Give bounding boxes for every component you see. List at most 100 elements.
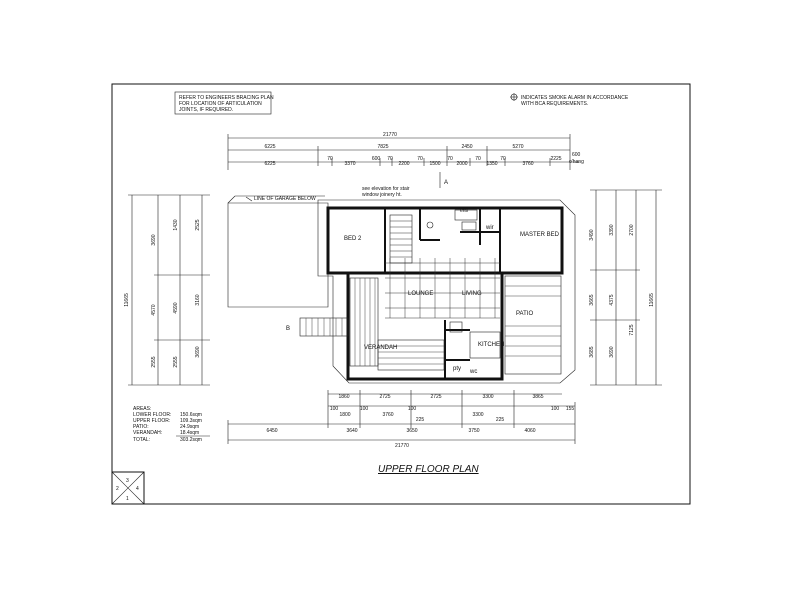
- stair-note-2: window joinery ht.: [362, 192, 402, 198]
- areas-value-3: 24.9sqm: [180, 424, 199, 430]
- stair-note-1: see elevation for stair: [362, 186, 410, 192]
- dim-top-r1-4: 5270: [512, 144, 523, 150]
- dim-left-8: 3160: [195, 294, 201, 305]
- dim-top-r2-10: 2000: [456, 161, 467, 167]
- fridge-space: [449, 321, 463, 333]
- dim-bot-r3-1: 6450: [266, 428, 277, 434]
- top-dimensions: [227, 134, 580, 170]
- areas-value-1: 150.6sqm: [180, 412, 202, 418]
- dim-bot-r2-9: 100: [551, 406, 560, 412]
- dim-bot-r3-2: 3640: [346, 428, 357, 434]
- dim-bot-r2-7: 3300: [472, 412, 483, 418]
- sheet-border: [111, 83, 691, 505]
- dim-top-overhang: o'hang: [569, 159, 584, 165]
- dim-left-4: 1430: [173, 219, 179, 230]
- roof-outline: [317, 199, 576, 384]
- room-lounge: LOUNGE: [408, 291, 433, 297]
- dim-bot-r2-8: 225: [496, 417, 505, 423]
- dim-top-r1-1: 6225: [264, 144, 275, 150]
- room-bed2: BED 2: [344, 236, 362, 242]
- bath-fixture: [454, 209, 478, 221]
- areas-value-4: 18.4sqm: [180, 430, 199, 436]
- dim-right-5: 4375: [609, 294, 615, 305]
- smoke-note-line2: WITH BCA REQUIREMENTS.: [521, 101, 588, 107]
- areas-label-4: VERANDAH:: [133, 430, 162, 436]
- dim-bot-r2-5: 100: [408, 406, 417, 412]
- dim-right-3: 3685: [589, 346, 595, 357]
- dim-top-r2-2: 70: [327, 156, 333, 162]
- engineer-note-line1: REFER TO ENGINEERS BRACING PLAN: [179, 95, 274, 101]
- patio-decking: [504, 275, 562, 375]
- dim-right-8: 7125: [629, 324, 635, 335]
- dim-top-r2-9: 70: [447, 156, 453, 162]
- room-verandah: VERANDAH: [364, 345, 397, 351]
- dim-right-4: 3390: [609, 224, 615, 235]
- dim-bot-r2-2: 1800: [339, 412, 350, 418]
- dim-top-r2-1: 6225: [264, 161, 275, 167]
- dim-bot-r3-4: 3750: [468, 428, 479, 434]
- dim-bot-r3-3: 3650: [406, 428, 417, 434]
- plan-title: UPPER FLOOR PLAN: [378, 464, 479, 475]
- dim-bot-r1-5: 3865: [532, 394, 543, 400]
- room-patio: PATIO: [516, 311, 533, 317]
- dim-top-r2-8: 1500: [429, 161, 440, 167]
- engineer-note-line3: JOINTS, IF REQUIRED.: [179, 107, 233, 113]
- dim-left-2: 4570: [151, 304, 157, 315]
- bottom-dimensions: [227, 390, 576, 444]
- room-wc: wc: [469, 369, 477, 375]
- dim-top-r2-7: 70: [417, 156, 423, 162]
- dim-bot-r1-4: 3300: [482, 394, 493, 400]
- dim-bot-r2-10: 155: [566, 406, 575, 412]
- dim-top-r2-11: 70: [475, 156, 481, 162]
- kitchen-bench: [469, 331, 501, 359]
- right-dimensions: [590, 189, 662, 386]
- dim-top-r2-13: 70: [500, 156, 506, 162]
- dim-left-overall: 11665: [124, 293, 130, 307]
- dim-left-6: 2555: [173, 356, 179, 367]
- room-master-bed: MASTER BED: [520, 232, 560, 238]
- dim-top-r2-4: 600: [372, 156, 381, 162]
- stair-flight: [389, 214, 413, 264]
- dim-left-3: 2555: [151, 356, 157, 367]
- dim-top-overall: 21770: [383, 132, 397, 138]
- dim-bot-r2-4: 3760: [382, 412, 393, 418]
- dim-bot-r3-5: 4060: [524, 428, 535, 434]
- areas-value-5: 303.2sqm: [180, 437, 202, 443]
- garage-hatch: [227, 195, 325, 204]
- room-ens: ens: [460, 208, 469, 214]
- dim-left-5: 4590: [173, 302, 179, 313]
- dim-top-r2-3: 3370: [344, 161, 355, 167]
- garage-below-label: LINE OF GARAGE BELOW: [254, 196, 316, 202]
- dim-bot-r1-2: 2725: [379, 394, 390, 400]
- dim-top-r2-14: 3760: [522, 161, 533, 167]
- areas-label-5: TOTAL:: [133, 437, 150, 443]
- tile-grid: [385, 258, 500, 319]
- orientation-4: 1: [126, 496, 129, 502]
- room-wir: wir: [485, 225, 494, 231]
- dim-top-r2-6: 2200: [398, 161, 409, 167]
- dim-bot-r2-6: 225: [416, 417, 425, 423]
- section-mark-b: B: [286, 326, 290, 332]
- dim-right-6: 3690: [609, 346, 615, 357]
- dim-left-7: 2525: [195, 219, 201, 230]
- dim-left-1: 3690: [151, 234, 157, 245]
- dim-top-r2-15: 2225: [550, 156, 561, 162]
- vanity-fixture: [461, 221, 477, 231]
- dim-right-2: 3665: [589, 294, 595, 305]
- areas-label-1: LOWER FLOOR:: [133, 412, 171, 418]
- verandah-decking: [349, 277, 445, 371]
- orientation-2: 2: [116, 486, 119, 492]
- left-dimensions: [128, 194, 210, 386]
- dim-left-9: 3690: [195, 346, 201, 357]
- orientation-1: 3: [126, 478, 129, 484]
- smoke-note-line1: INDICATES SMOKE ALARM IN ACCORDANCE: [521, 95, 629, 101]
- external-stair: [299, 317, 349, 337]
- engineer-note-box: [174, 91, 272, 115]
- dim-right-overall: 11665: [649, 293, 655, 307]
- dim-top-r1-3: 2450: [461, 144, 472, 150]
- dim-top-r1-2: 7825: [377, 144, 388, 150]
- dim-right-1: 3490: [589, 229, 595, 240]
- dim-bot-r2-1: 100: [330, 406, 339, 412]
